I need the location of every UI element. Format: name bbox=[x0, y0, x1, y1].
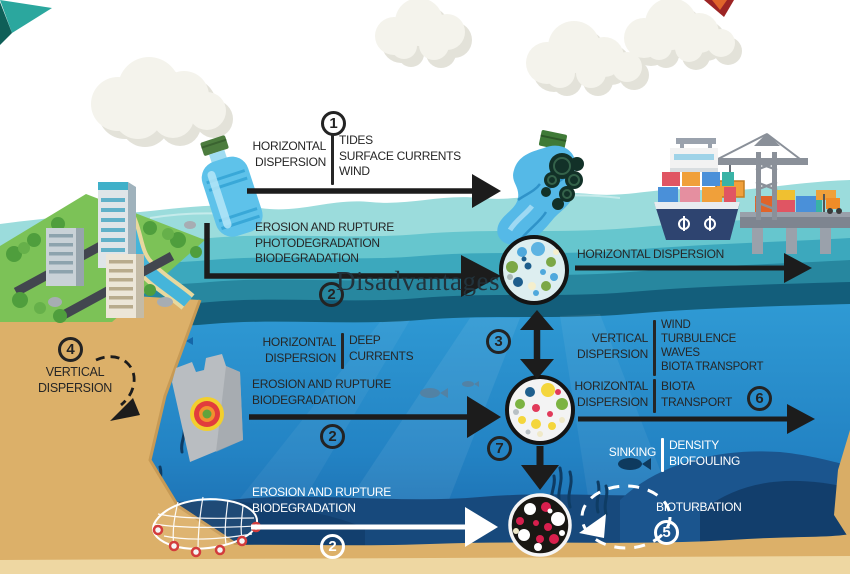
label-group-biota-transport: HORIZONTAL DISPERSION BIOTA TRANSPORT bbox=[574, 379, 733, 413]
label-photodegradation: PHOTODEGRADATION bbox=[255, 235, 380, 250]
microplastics-midwater bbox=[505, 375, 575, 445]
microplastics-seafloor bbox=[508, 493, 572, 557]
arrow-biota-transport bbox=[578, 404, 815, 434]
arrow-vertical-mixing bbox=[520, 310, 554, 379]
label-dispersion: DISPERSION bbox=[37, 380, 113, 395]
step-badge-2-seafloor: 2 bbox=[320, 534, 345, 559]
white-arrows bbox=[251, 484, 672, 550]
label-bioturbation: BIOTURBATION bbox=[656, 500, 742, 514]
watermark-disadvantages: Disadvantages bbox=[336, 266, 500, 296]
label-biota: BIOTA bbox=[661, 379, 695, 393]
crumpled-bottle bbox=[497, 130, 584, 246]
label-group-deep-currents: HORIZONTAL DISPERSION DEEP CURRENTS bbox=[262, 333, 414, 369]
label-surface-horizontal-dispersion: HORIZONTAL DISPERSION bbox=[577, 247, 725, 261]
algae-biofilm bbox=[541, 153, 584, 210]
label-biofouling: BIOFOULING bbox=[669, 453, 741, 468]
step-badge-5: 5 bbox=[654, 520, 679, 545]
clouds bbox=[91, 0, 735, 139]
label-biodegradation: BIODEGRADATION bbox=[252, 392, 356, 407]
building-mid bbox=[46, 228, 84, 286]
label-vertical: VERTICAL bbox=[45, 365, 105, 379]
label-density: DENSITY bbox=[669, 438, 719, 452]
label-dispersion: DISPERSION bbox=[576, 346, 648, 361]
label-erosion-rupture: EROSION AND RUPTURE bbox=[255, 220, 394, 234]
label-horizontal: HORIZONTAL bbox=[574, 379, 649, 393]
building-tall bbox=[98, 182, 136, 268]
label-group-sinking: SINKING DENSITY BIOFOULING bbox=[598, 438, 740, 472]
sand-light-strip bbox=[0, 556, 850, 574]
label-biodegradation: BIODEGRADATION bbox=[255, 251, 359, 265]
divider-line bbox=[653, 379, 656, 413]
label-shore-vertical-dispersion: VERTICAL DISPERSION bbox=[20, 365, 130, 396]
label-waves: WAVES bbox=[661, 347, 700, 359]
divider-line bbox=[331, 133, 334, 185]
bag-logo bbox=[190, 397, 224, 431]
label-erosion-rupture: EROSION AND RUPTURE bbox=[252, 485, 391, 499]
step-badge-3: 3 bbox=[486, 329, 511, 354]
label-group-surface-transport: HORIZONTAL DISPERSION TIDES SURFACE CURR… bbox=[248, 133, 461, 185]
plastic-bottle bbox=[200, 135, 263, 237]
step-badge-7: 7 bbox=[487, 436, 512, 461]
dashed-arrow-bioturbation bbox=[579, 484, 672, 550]
label-surface-degradation: EROSION AND RUPTURE PHOTODEGRADATION BIO… bbox=[255, 220, 394, 267]
arrow-sinking-down bbox=[521, 446, 559, 490]
label-tides: TIDES bbox=[339, 133, 373, 147]
dashed-arrow-shore-vertical bbox=[95, 355, 140, 421]
divider-line bbox=[653, 320, 656, 376]
label-dispersion: DISPERSION bbox=[254, 154, 326, 169]
label-biota-transport: BIOTA TRANSPORT bbox=[661, 361, 764, 373]
label-turbulence: TURBULENCE bbox=[661, 333, 736, 345]
label-biodegradation: BIODEGRADATION bbox=[252, 500, 356, 515]
microplastics-surface bbox=[499, 235, 569, 305]
label-erosion-rupture: EROSION AND RUPTURE bbox=[252, 377, 391, 391]
arrow-surface-transport bbox=[247, 174, 501, 208]
trees bbox=[6, 217, 202, 323]
anchor-icon bbox=[678, 216, 716, 231]
label-horizontal: HORIZONTAL bbox=[252, 139, 327, 153]
label-group-vertical-mixing: VERTICAL DISPERSION WIND TURBULENCE WAVE… bbox=[574, 318, 764, 376]
city-illustration bbox=[0, 182, 205, 323]
divider-line bbox=[341, 333, 344, 369]
arrow-seafloor-degradation bbox=[251, 507, 498, 547]
sand-right-edge bbox=[834, 430, 850, 540]
divider-line bbox=[661, 438, 664, 472]
cargo-ship bbox=[654, 138, 740, 240]
label-surface-currents: SURFACE CURRENTS bbox=[339, 148, 461, 163]
label-currents: CURRENTS bbox=[349, 348, 414, 363]
corner-decoration-left bbox=[0, 0, 52, 45]
label-vertical: VERTICAL bbox=[591, 331, 648, 345]
corner-decoration-right bbox=[704, 0, 734, 17]
step-badge-2-midwater: 2 bbox=[320, 424, 345, 449]
label-horizontal: HORIZONTAL bbox=[262, 335, 337, 349]
arrow-surface-horizontal-dispersion bbox=[575, 253, 812, 283]
label-midwater-degradation: EROSION AND RUPTURE BIODEGRADATION bbox=[252, 377, 391, 408]
label-dispersion: DISPERSION bbox=[576, 394, 648, 409]
label-sinking: SINKING bbox=[608, 445, 657, 459]
black-arrows bbox=[95, 174, 815, 490]
arrow-midwater-degradation bbox=[249, 396, 501, 438]
step-badge-2-surface: 2 bbox=[319, 282, 344, 307]
plastic-bag bbox=[172, 354, 243, 462]
building-small bbox=[106, 254, 144, 318]
label-dispersion: DISPERSION bbox=[264, 350, 336, 365]
step-badge-4: 4 bbox=[58, 337, 83, 362]
label-wind: WIND bbox=[339, 164, 370, 178]
label-transport: TRANSPORT bbox=[661, 394, 733, 409]
label-seafloor-degradation: EROSION AND RUPTURE BIODEGRADATION bbox=[252, 485, 391, 516]
label-deep: DEEP bbox=[349, 333, 381, 347]
forklift bbox=[823, 194, 842, 214]
step-badge-6: 6 bbox=[747, 386, 772, 411]
label-wind: WIND bbox=[661, 319, 691, 331]
arrow-surface-degradation bbox=[204, 223, 501, 297]
